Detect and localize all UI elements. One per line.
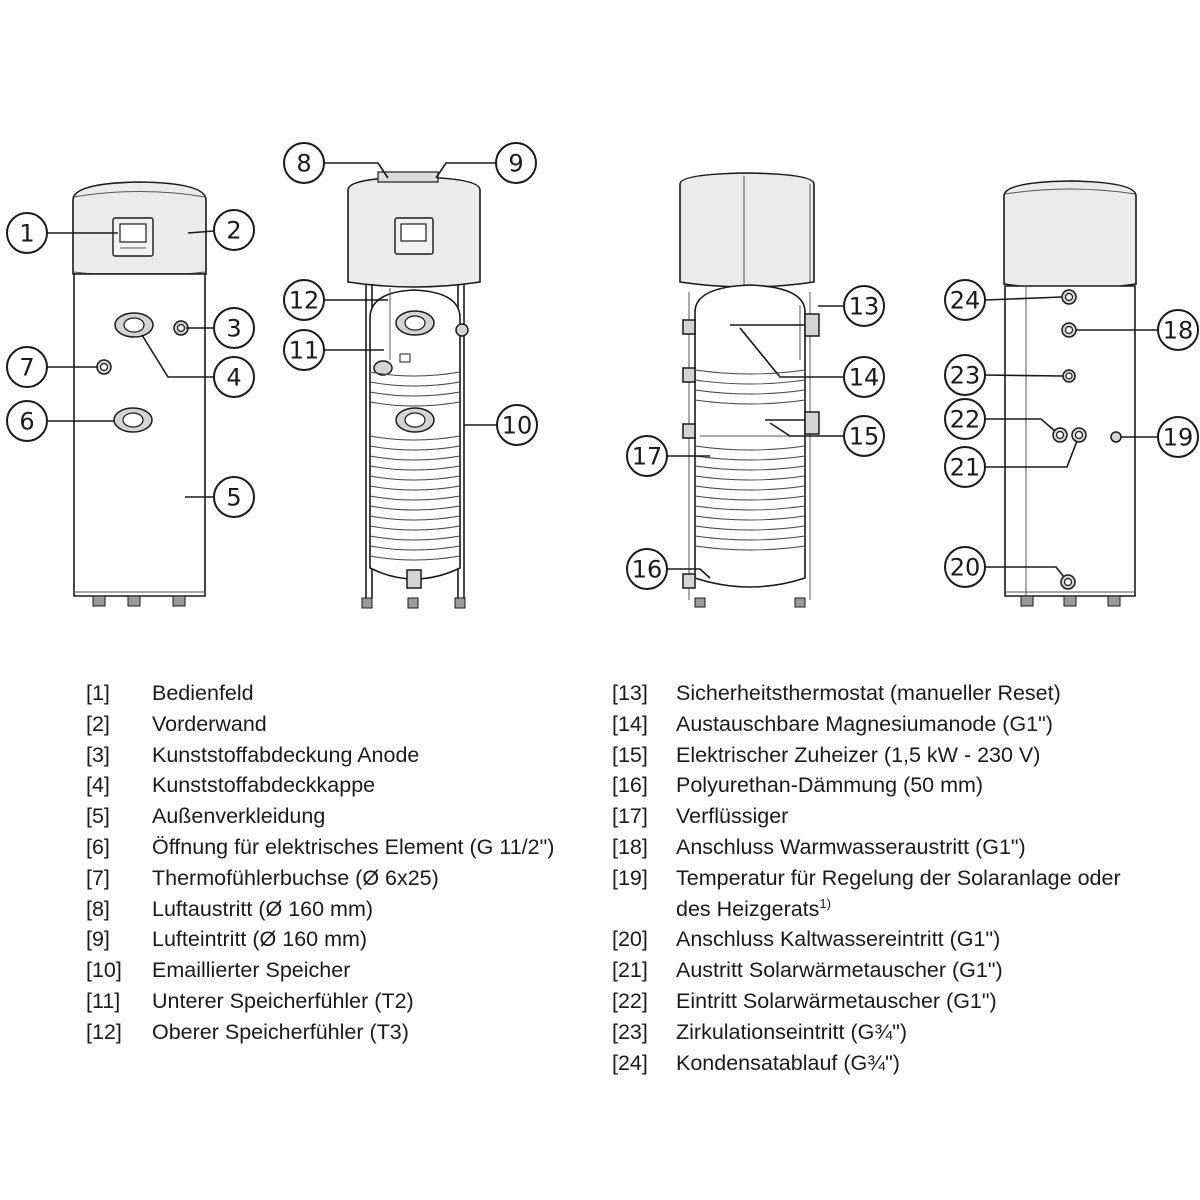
svg-text:21: 21 xyxy=(950,454,981,482)
callout-14: 14 xyxy=(843,356,885,398)
legend-item: [5]Außenverkleidung xyxy=(86,804,326,829)
callout-9: 9 xyxy=(495,142,537,184)
legend-item: [6]Öffnung für elektrisches Element (G 1… xyxy=(86,834,555,859)
svg-text:18: 18 xyxy=(1163,317,1194,345)
svg-text:14: 14 xyxy=(849,364,880,392)
legend-item: [16]Polyurethan-Dämmung (50 mm) xyxy=(612,773,984,798)
legend-item: [20]Anschluss Kaltwassereintritt (G1") xyxy=(612,927,1001,952)
svg-text:9: 9 xyxy=(508,150,523,178)
legend-item: [4]Kunststoffabdeckkappe xyxy=(86,773,376,798)
view-rear-exterior xyxy=(1003,180,1137,607)
svg-text:2: 2 xyxy=(226,217,241,245)
svg-text:13: 13 xyxy=(849,293,880,321)
heat-pump-diagram: 1 2 3 4 5 6 7 8 9 10 11 12 13 14 15 16 1… xyxy=(6,142,1199,609)
legend-item: [23]Zirkulationseintritt (G¾") xyxy=(612,1019,908,1044)
legend-item: [13]Sicherheitsthermostat (manueller Res… xyxy=(612,681,1061,705)
legend-item: [21]Austritt Solarwärmetauscher (G1") xyxy=(612,958,1003,983)
callout-22: 22 xyxy=(944,398,986,440)
callout-10: 10 xyxy=(496,404,538,446)
callout-13: 13 xyxy=(843,285,885,327)
svg-text:4: 4 xyxy=(226,364,241,392)
legend-item: [3]Kunststoffabdeckung Anode xyxy=(86,742,420,767)
view-front-exterior xyxy=(72,181,207,607)
svg-text:16: 16 xyxy=(632,556,663,584)
svg-text:1: 1 xyxy=(19,220,34,248)
svg-text:22: 22 xyxy=(950,406,981,434)
callout-19: 19 xyxy=(1157,416,1199,458)
svg-text:11: 11 xyxy=(289,337,320,365)
svg-text:8: 8 xyxy=(296,150,311,178)
svg-text:17: 17 xyxy=(632,443,663,471)
callouts: 1 2 3 4 5 6 7 8 9 10 11 12 13 14 15 16 1… xyxy=(6,142,1199,590)
svg-text:12: 12 xyxy=(289,287,320,315)
legend-item: [12]Oberer Speicherfühler (T3) xyxy=(86,1019,409,1044)
callout-4: 4 xyxy=(213,356,255,398)
callout-23: 23 xyxy=(944,354,986,396)
svg-text:5: 5 xyxy=(226,484,241,512)
view-tank-section xyxy=(679,172,820,608)
callout-8: 8 xyxy=(283,142,325,184)
callout-6: 6 xyxy=(6,400,48,442)
callout-24: 24 xyxy=(944,279,986,321)
legend-item: [1]Bedienfeld xyxy=(86,681,254,705)
legend-item: [11]Unterer Speicherfühler (T2) xyxy=(86,988,414,1013)
callout-11: 11 xyxy=(283,329,325,371)
svg-text:3: 3 xyxy=(226,315,241,343)
svg-text:7: 7 xyxy=(19,354,34,382)
legend-item: [18]Anschluss Warmwasseraustritt (G1") xyxy=(612,834,1026,859)
svg-text:15: 15 xyxy=(849,423,880,451)
svg-text:10: 10 xyxy=(502,412,533,440)
callout-5: 5 xyxy=(213,476,255,518)
legend-item: [9]Lufteintritt (Ø 160 mm) xyxy=(86,927,368,952)
view-tank-with-hood xyxy=(347,171,481,609)
svg-text:23: 23 xyxy=(950,362,981,390)
legend-item: [8]Luftaustritt (Ø 160 mm) xyxy=(86,896,374,921)
svg-text:24: 24 xyxy=(950,287,981,315)
footnote-marker: 1) xyxy=(819,895,831,911)
callout-15: 15 xyxy=(843,415,885,457)
callout-1: 1 xyxy=(6,212,48,254)
legend-item: [15]Elektrischer Zuheizer (1,5 kW - 230 … xyxy=(612,742,1041,767)
callout-3: 3 xyxy=(213,307,255,349)
callout-2: 2 xyxy=(213,209,255,251)
legend-item: [10]Emaillierter Speicher xyxy=(86,958,351,983)
leader-lines xyxy=(47,162,1158,579)
legend-item: [24]Kondensatablauf (G¾") xyxy=(612,1050,900,1075)
legend-item-continuation: des Heizgerats1) xyxy=(676,895,831,921)
legend-item: [19]Temperatur für Regelung der Solaranl… xyxy=(612,865,1121,890)
callout-7: 7 xyxy=(6,346,48,388)
legend-item: [14]Austauschbare Magnesiumanode (G1") xyxy=(612,711,1053,736)
legend-right: [13]Sicherheitsthermostat (manueller Res… xyxy=(612,678,1121,1078)
legend-item: [22]Eintritt Solarwärmetauscher (G1") xyxy=(612,988,997,1013)
callout-17: 17 xyxy=(626,435,668,477)
callout-20: 20 xyxy=(944,546,986,588)
callout-12: 12 xyxy=(283,279,325,321)
svg-text:19: 19 xyxy=(1163,424,1194,452)
callout-18: 18 xyxy=(1157,309,1199,351)
callout-21: 21 xyxy=(944,446,986,488)
callout-16: 16 xyxy=(626,548,668,590)
legend-item: [7]Thermofühlerbuchse (Ø 6x25) xyxy=(86,865,439,890)
legend-left: [1]Bedienfeld [2]Vorderwand [3]Kunststof… xyxy=(86,678,554,1048)
legend-item: [17]Verflüssiger xyxy=(612,804,789,829)
legend-item: [2]Vorderwand xyxy=(86,711,267,736)
svg-text:6: 6 xyxy=(19,408,34,436)
svg-text:20: 20 xyxy=(950,554,981,582)
